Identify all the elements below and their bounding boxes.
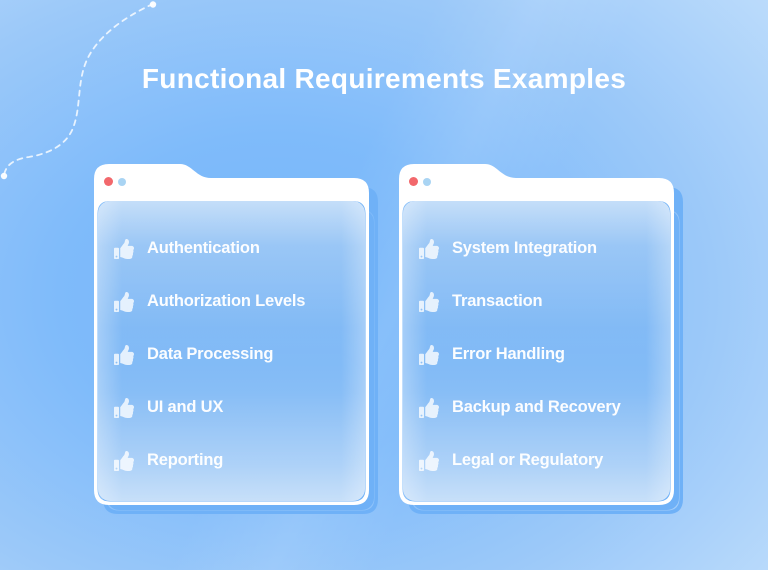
thumbs-up-icon: [114, 397, 134, 418]
thumbs-up-icon: [419, 238, 439, 259]
list-item-label: Transaction: [452, 292, 543, 310]
dashed-curve-decoration: [0, 1, 157, 180]
left-window-card: Authentication Authorization Levels Data…: [94, 164, 369, 505]
list-item-label: Authentication: [147, 239, 260, 257]
thumbs-up-icon: [114, 344, 134, 365]
list-item: Transaction: [403, 275, 670, 328]
list-item: System Integration: [403, 222, 670, 275]
list-item: Error Handling: [403, 328, 670, 381]
glass-panel: System Integration Transaction Error Han…: [403, 201, 670, 501]
list-item-label: Reporting: [147, 451, 224, 469]
list-item-label: Legal or Regulatory: [452, 451, 604, 469]
thumbs-up-icon: [419, 291, 439, 312]
list-item-label: System Integration: [452, 239, 597, 257]
list-item-label: Error Handling: [452, 345, 565, 363]
window-control-red-dot-icon: [104, 177, 113, 186]
list-item: Legal or Regulatory: [403, 434, 670, 487]
list-item: Data Processing: [98, 328, 365, 381]
list-item-label: Authorization Levels: [147, 292, 306, 310]
window-control-red-dot-icon: [409, 177, 418, 186]
thumbs-up-icon: [419, 344, 439, 365]
list-item-label: Backup and Recovery: [452, 398, 621, 416]
window-control-blue-dot-icon: [118, 178, 126, 186]
list-item: UI and UX: [98, 381, 365, 434]
list-item: Authentication: [98, 222, 365, 275]
thumbs-up-icon: [419, 397, 439, 418]
thumbs-up-icon: [114, 238, 134, 259]
thumbs-up-icon: [114, 450, 134, 471]
right-window-card: System Integration Transaction Error Han…: [399, 164, 674, 505]
thumbs-up-icon: [419, 450, 439, 471]
list-item: Backup and Recovery: [403, 381, 670, 434]
thumbs-up-icon: [114, 291, 134, 312]
list-item-label: UI and UX: [147, 398, 224, 416]
list-item-label: Data Processing: [147, 345, 274, 363]
list-item: Reporting: [98, 434, 365, 487]
list-item: Authorization Levels: [98, 275, 365, 328]
page-title: Functional Requirements Examples: [141, 63, 627, 94]
glass-panel: Authentication Authorization Levels Data…: [98, 201, 365, 501]
window-control-blue-dot-icon: [423, 178, 431, 186]
